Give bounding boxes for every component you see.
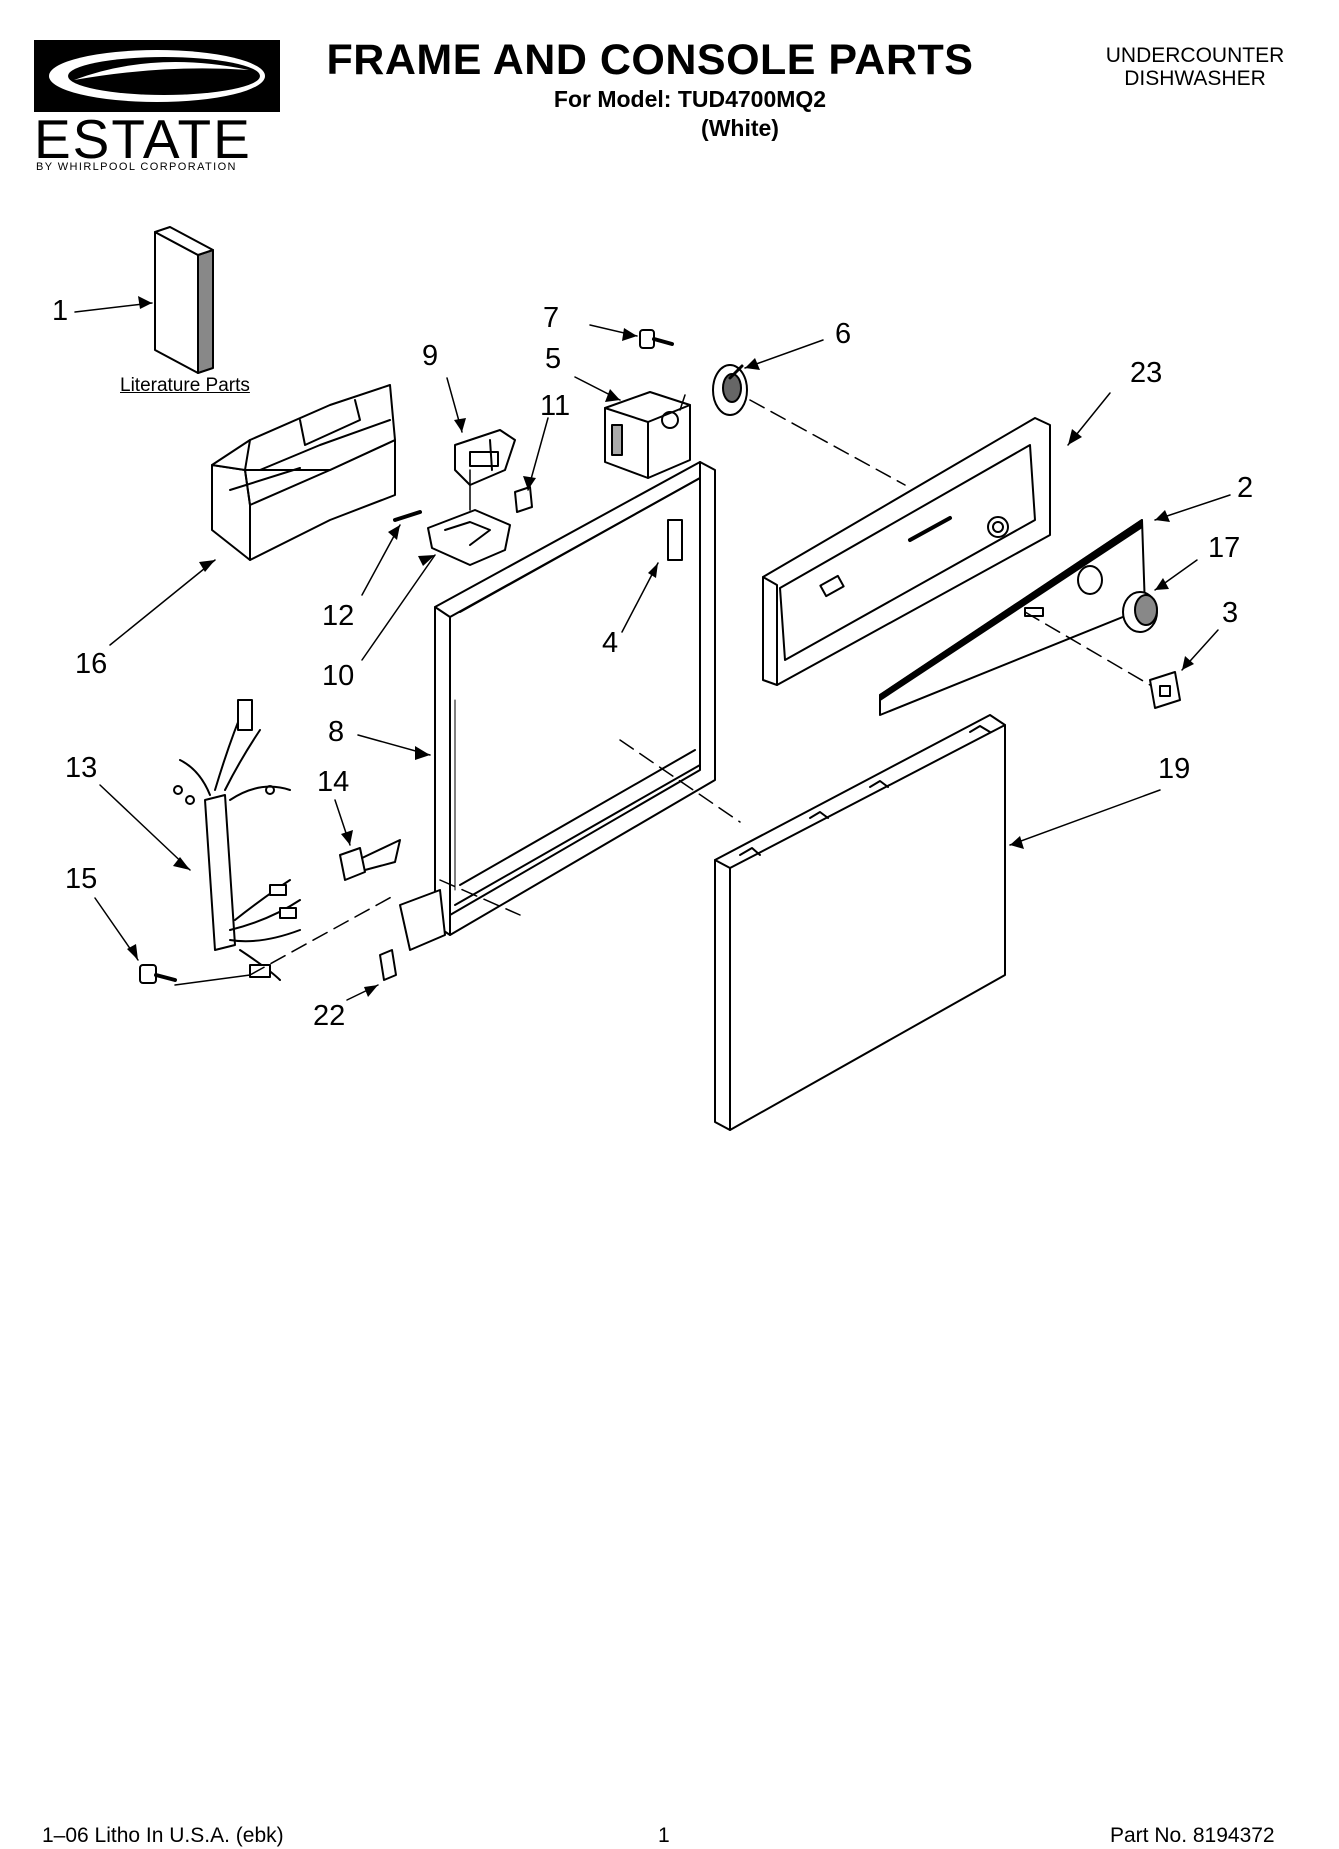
console-panel-part-23 xyxy=(762,417,1051,686)
clip-part-11 xyxy=(514,486,533,513)
callout-12: 12 xyxy=(322,600,355,632)
callout-arrowheads xyxy=(127,296,1194,997)
knob-part-17 xyxy=(1122,591,1158,633)
callout-15: 15 xyxy=(65,863,98,895)
callout-19: 19 xyxy=(1158,753,1191,785)
holder-part-10 xyxy=(427,509,511,566)
callout-13: 13 xyxy=(65,752,98,784)
footer-litho: 1–06 Litho In U.S.A. (ebk) xyxy=(42,1824,284,1847)
callout-9: 9 xyxy=(422,340,439,372)
estate-logo-emblem-icon xyxy=(34,40,280,112)
callout-7: 7 xyxy=(543,302,560,334)
clip-part-22 xyxy=(379,949,397,981)
product-type-line2: DISHWASHER xyxy=(1124,67,1266,90)
callout-8: 8 xyxy=(328,716,345,748)
callout-1: 1 xyxy=(52,295,69,327)
footer-page-number: 1 xyxy=(658,1824,670,1847)
button-part-3 xyxy=(1149,671,1181,709)
page-title: FRAME AND CONSOLE PARTS xyxy=(326,36,974,84)
callout-22: 22 xyxy=(313,1000,346,1032)
callout-4: 4 xyxy=(602,627,619,659)
product-type: UNDERCOUNTER DISHWASHER xyxy=(1080,44,1310,90)
model-number: For Model: TUD4700MQ2 xyxy=(553,86,827,112)
callout-3: 3 xyxy=(1222,597,1239,629)
product-type-line1: UNDERCOUNTER xyxy=(1105,44,1285,67)
logo-brand-text: ESTATE xyxy=(34,108,252,170)
screw-part-7 xyxy=(639,329,674,349)
callout-23: 23 xyxy=(1130,357,1163,389)
switch-part-14 xyxy=(339,839,401,881)
callout-5: 5 xyxy=(545,343,562,375)
door-frame-part-8 xyxy=(399,461,716,951)
door-panel-part-19 xyxy=(714,714,1006,1131)
callout-16: 16 xyxy=(75,648,108,680)
pin-part-12 xyxy=(393,510,422,522)
model-color: (White) xyxy=(701,115,779,141)
callout-leader-lines xyxy=(74,302,1231,1001)
knob-part-6 xyxy=(712,364,748,416)
assembly-guide-lines xyxy=(249,399,1151,976)
callout-17: 17 xyxy=(1208,532,1241,564)
logo-subtitle: BY WHIRLPOOL CORPORATION xyxy=(36,161,237,173)
literature-parts-label: Literature Parts xyxy=(120,375,250,396)
bracket-part-9 xyxy=(454,429,516,486)
switch-assembly-part-5 xyxy=(604,391,691,479)
literature-booklet-part xyxy=(154,226,214,374)
callout-6: 6 xyxy=(835,318,852,350)
callout-2: 2 xyxy=(1237,472,1254,504)
console-cover-part xyxy=(211,384,396,561)
footer-part-number: Part No. 8194372 xyxy=(1110,1824,1275,1847)
callout-11: 11 xyxy=(540,390,571,422)
callout-14: 14 xyxy=(317,766,350,798)
wire-harness-part-13 xyxy=(173,699,301,981)
screw-part-15 xyxy=(139,964,177,984)
callout-10: 10 xyxy=(322,660,355,692)
